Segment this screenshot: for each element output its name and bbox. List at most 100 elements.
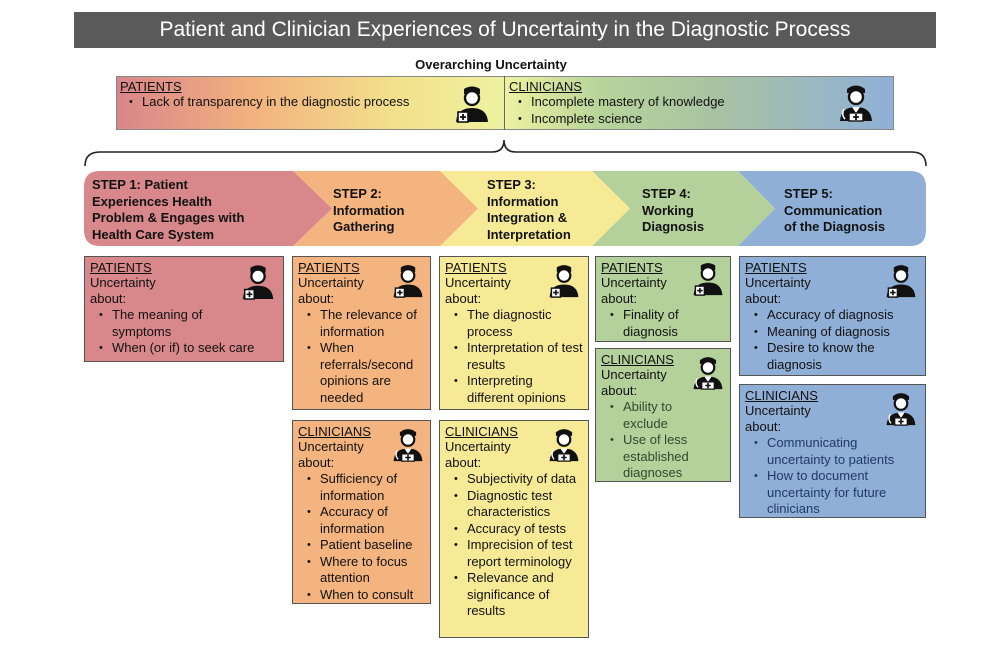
steps-graphic	[84, 84, 927, 246]
step4-line: STEP 4:	[642, 186, 691, 201]
card-about-label: about:	[445, 291, 482, 306]
step5-line: of the Diagnosis	[784, 219, 886, 234]
clinician-icon	[692, 356, 724, 391]
step2-clinicians-card: CLINICIANS Uncertainty about: Sufficienc…	[292, 420, 431, 604]
card-header: CLINICIANS	[601, 352, 674, 367]
list-item: Interpreting different opinions	[454, 373, 583, 406]
card-list: Accuracy of diagnosis Meaning of diagnos…	[745, 307, 920, 373]
step5-chevron	[738, 171, 926, 246]
patient-icon	[548, 264, 580, 299]
patient-icon	[392, 264, 424, 299]
list-item: Where to focus attention	[307, 554, 425, 587]
card-uncertainty-label: Uncertainty	[445, 439, 511, 454]
step3-line: Information	[487, 193, 559, 209]
step2-patients-card: PATIENTS Uncertainty about: The relevanc…	[292, 256, 431, 410]
step4-clinicians-card: CLINICIANS Uncertainty about: Ability to…	[595, 348, 731, 482]
step2-label: STEP 2: Information Gathering	[333, 186, 443, 236]
list-item: Finality of diagnosis	[610, 307, 703, 340]
overarching-divider	[504, 76, 505, 130]
card-header: PATIENTS	[298, 260, 360, 275]
list-item: Patient baseline	[307, 537, 425, 554]
list-item: Accuracy of tests	[454, 521, 583, 538]
step1-label: STEP 1: Patient Experiences Health Probl…	[92, 177, 292, 243]
list-item: When (or if) to seek care	[99, 340, 278, 357]
overarching-clinicians-header: CLINICIANS	[509, 79, 582, 94]
overarching-clinicians-list: Incomplete mastery of knowledge Incomple…	[509, 94, 829, 127]
step3-patients-card: PATIENTS Uncertainty about: The diagnost…	[439, 256, 589, 410]
patient-icon	[885, 264, 917, 299]
list-item: Interpretation of test results	[454, 340, 583, 373]
patient-icon	[241, 264, 275, 301]
page-title: Patient and Clinician Experiences of Unc…	[74, 12, 936, 48]
step4-patients-card: PATIENTS Uncertainty about: Finality of …	[595, 256, 731, 342]
step3-chevron	[440, 171, 630, 246]
list-item: When to consult	[307, 587, 425, 604]
card-about-label: about:	[445, 455, 482, 470]
step3-line: Interpretation	[487, 226, 571, 242]
clinician-icon	[392, 428, 424, 463]
step5-line: Communication	[784, 202, 883, 218]
clinician-icon	[838, 84, 874, 122]
step1-line: Experiences Health	[92, 193, 212, 209]
list-item: Relevance and significance of results	[454, 570, 583, 620]
step2-line: Information	[333, 202, 405, 218]
overarching-patients-list: Lack of transparency in the diagnostic p…	[120, 94, 490, 111]
card-uncertainty-label: Uncertainty	[601, 367, 667, 382]
step2-chevron	[293, 171, 478, 246]
list-item: Incomplete mastery of knowledge	[518, 94, 829, 111]
list-item: Meaning of diagnosis	[754, 324, 920, 341]
patient-icon	[454, 85, 490, 123]
step4-line: Working	[642, 202, 694, 218]
step3-line: Integration &	[487, 210, 568, 225]
card-header: CLINICIANS	[445, 424, 518, 439]
list-item: Lack of transparency in the diagnostic p…	[129, 94, 490, 111]
list-item: When referrals/second opinions are neede…	[307, 340, 425, 406]
list-item: The relevance of information	[307, 307, 425, 340]
step5-patients-card: PATIENTS Uncertainty about: Accuracy of …	[739, 256, 926, 376]
card-about-label: about:	[298, 455, 335, 470]
card-header: PATIENTS	[745, 260, 807, 275]
list-item: Sufficiency of information	[307, 471, 425, 504]
step3-label: STEP 3: Information Integration & Interp…	[487, 177, 597, 243]
list-item: Diagnostic test characteristics	[454, 488, 583, 521]
list-item: Communicating uncertainty to patients	[754, 435, 920, 468]
card-header: CLINICIANS	[298, 424, 371, 439]
card-about-label: about:	[298, 291, 335, 306]
step1-patients-card: PATIENTS Uncertainty about: The meaning …	[84, 256, 284, 362]
clinician-icon	[885, 392, 917, 427]
step5-line: STEP 5:	[784, 186, 833, 201]
list-item: Imprecision of test report terminology	[454, 537, 583, 570]
list-item: Accuracy of information	[307, 504, 425, 537]
card-list: The relevance of information When referr…	[298, 307, 425, 406]
step2-line: Gathering	[333, 219, 395, 234]
card-list: The meaning of symptoms When (or if) to …	[90, 307, 278, 357]
step4-line: Diagnosis	[642, 219, 705, 234]
list-item: How to document uncertainty for future c…	[754, 468, 920, 518]
card-uncertainty-label: Uncertainty	[445, 275, 511, 290]
step3-line: STEP 3:	[487, 177, 536, 192]
card-about-label: about:	[745, 291, 782, 306]
brace	[84, 139, 927, 167]
card-uncertainty-label: Uncertainty	[298, 275, 364, 290]
list-item: The diagnostic process	[454, 307, 583, 340]
overarching-patients-header: PATIENTS	[120, 79, 182, 94]
step1-line: Problem & Engages with	[92, 210, 245, 225]
card-uncertainty-label: Uncertainty	[601, 275, 667, 290]
card-uncertainty-label: Uncertainty	[298, 439, 364, 454]
list-item: Ability to exclude	[610, 399, 703, 432]
step2-line: STEP 2:	[333, 186, 382, 201]
overarching-label: Overarching Uncertainty	[415, 57, 567, 72]
card-header: PATIENTS	[90, 260, 152, 275]
patient-icon	[692, 262, 724, 297]
card-uncertainty-label: Uncertainty	[745, 403, 811, 418]
card-list: Ability to exclude Use of less establish…	[601, 399, 725, 482]
card-about-label: about:	[745, 419, 782, 434]
list-item: Incomplete science	[518, 111, 829, 128]
step1-line: Health Care System	[92, 226, 215, 242]
card-list: Finality of diagnosis	[601, 307, 725, 340]
step5-label: STEP 5: Communication of the Diagnosis	[784, 186, 914, 236]
card-list: Communicating uncertainty to patients Ho…	[745, 435, 920, 518]
card-uncertainty-label: Uncertainty	[745, 275, 811, 290]
card-list: Sufficiency of information Accuracy of i…	[298, 471, 425, 603]
step4-chevron	[592, 171, 775, 246]
